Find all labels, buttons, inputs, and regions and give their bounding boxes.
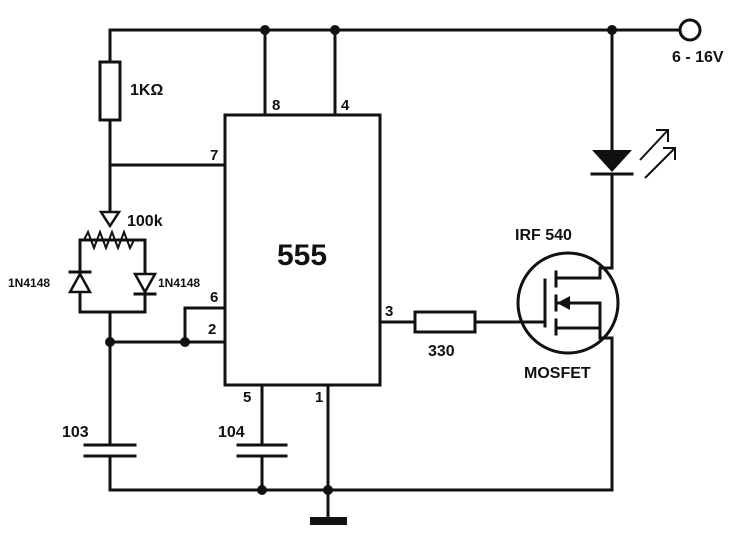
supply-terminal: 6 - 16V: [672, 18, 724, 66]
capacitor-104: 104: [218, 424, 288, 458]
diode-left: 1N4148: [8, 270, 93, 294]
potentiometer-100k: 100k: [80, 210, 163, 251]
mosfet-part-label: IRF 540: [515, 227, 572, 244]
pin-6-label: 6: [210, 289, 218, 306]
resistor-330-label: 330: [428, 343, 455, 360]
pin-4-label: 4: [341, 97, 350, 114]
capacitor-103-label: 103: [62, 424, 89, 441]
pin-5-label: 5: [243, 389, 251, 406]
pin-7-label: 7: [210, 147, 218, 164]
ic-555: 555 8 4 7 6 2 3 5 1: [208, 97, 393, 406]
mosfet-type-label: MOSFET: [524, 365, 591, 382]
diode-left-label: 1N4148: [8, 276, 50, 290]
resistor-1k-label: 1KΩ: [130, 82, 163, 99]
led: [590, 129, 676, 179]
ground-symbol: [310, 517, 347, 525]
resistor-330: 330: [413, 310, 477, 360]
pin-3-label: 3: [385, 303, 393, 320]
junction-dots: [105, 25, 617, 495]
capacitor-104-label: 104: [218, 424, 245, 441]
supply-voltage-label: 6 - 16V: [672, 49, 724, 66]
pin-1-label: 1: [315, 389, 323, 406]
mosfet-irf540: IRF 540 MOSFET: [515, 227, 620, 382]
capacitor-103: 103: [62, 424, 137, 458]
ic-label: 555: [277, 239, 327, 272]
wiring: [78, 28, 682, 522]
pin-2-label: 2: [208, 321, 216, 338]
potentiometer-label: 100k: [127, 213, 163, 230]
diode-right-label: 1N4148: [158, 276, 200, 290]
diode-right: 1N4148: [132, 272, 200, 296]
light-arrows-icon: [639, 129, 676, 179]
pin-8-label: 8: [272, 97, 280, 114]
resistor-1k: 1KΩ: [98, 60, 163, 122]
